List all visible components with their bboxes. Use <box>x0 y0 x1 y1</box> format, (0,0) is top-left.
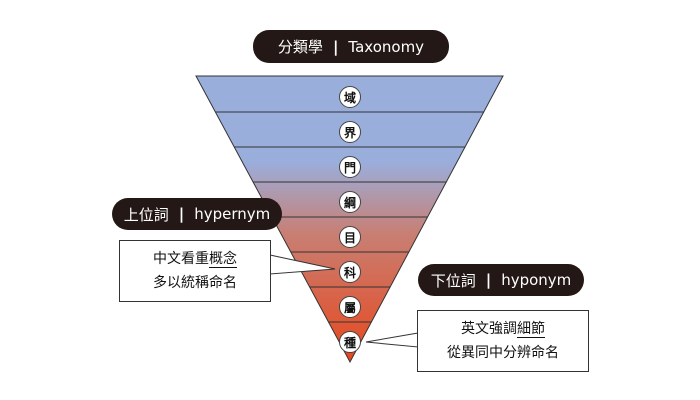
rank-dividers <box>215 111 484 323</box>
rank-genus: 屬 <box>339 296 361 318</box>
rank-phylum: 門 <box>339 156 361 178</box>
hyponym-note: 英文強調細節 從異同中分辨命名 <box>417 310 589 372</box>
hypernym-note-line2: 多以統稱命名 <box>153 275 237 291</box>
hyponym-label-en: hyponym <box>501 271 572 289</box>
hypernym-separator: | <box>178 205 185 223</box>
hypernym-note-line1: 中文看重概念 <box>120 247 270 271</box>
hyponym-note-line2: 從異同中分辨命名 <box>447 345 559 361</box>
rank-kingdom: 界 <box>339 121 361 143</box>
hypernym-note: 中文看重概念 多以統稱命名 <box>119 240 271 302</box>
rank-domain: 域 <box>339 86 361 108</box>
hypernym-label-en: hypernym <box>194 205 271 223</box>
hyponym-pill: 下位詞 | hyponym <box>418 264 584 296</box>
rank-family: 科 <box>339 261 361 283</box>
title-zh: 分類學 <box>277 38 323 56</box>
hyponym-note-line1-underlined: 細節 <box>517 321 545 338</box>
title-separator: | <box>332 37 339 56</box>
hyponym-note-line1: 英文強調細節 <box>418 317 588 341</box>
hypernym-note-line1-prefix: 中文看重 <box>153 251 209 267</box>
title-en: Taxonomy <box>348 37 425 56</box>
hypernym-pill: 上位詞 | hypernym <box>112 198 282 230</box>
rank-class: 綱 <box>339 191 361 213</box>
hypernym-label-zh: 上位詞 <box>123 205 169 224</box>
title-pill: 分類學 | Taxonomy <box>253 30 449 63</box>
hyponym-label-zh: 下位詞 <box>430 271 476 290</box>
hyponym-separator: | <box>485 271 492 289</box>
hyponym-note-line1-prefix: 英文強調 <box>461 321 517 337</box>
rank-species: 種 <box>339 331 361 353</box>
rank-order: 目 <box>339 226 361 248</box>
hyponym-callout-pointer <box>365 332 419 348</box>
hypernym-note-line1-underlined: 概念 <box>209 251 237 268</box>
